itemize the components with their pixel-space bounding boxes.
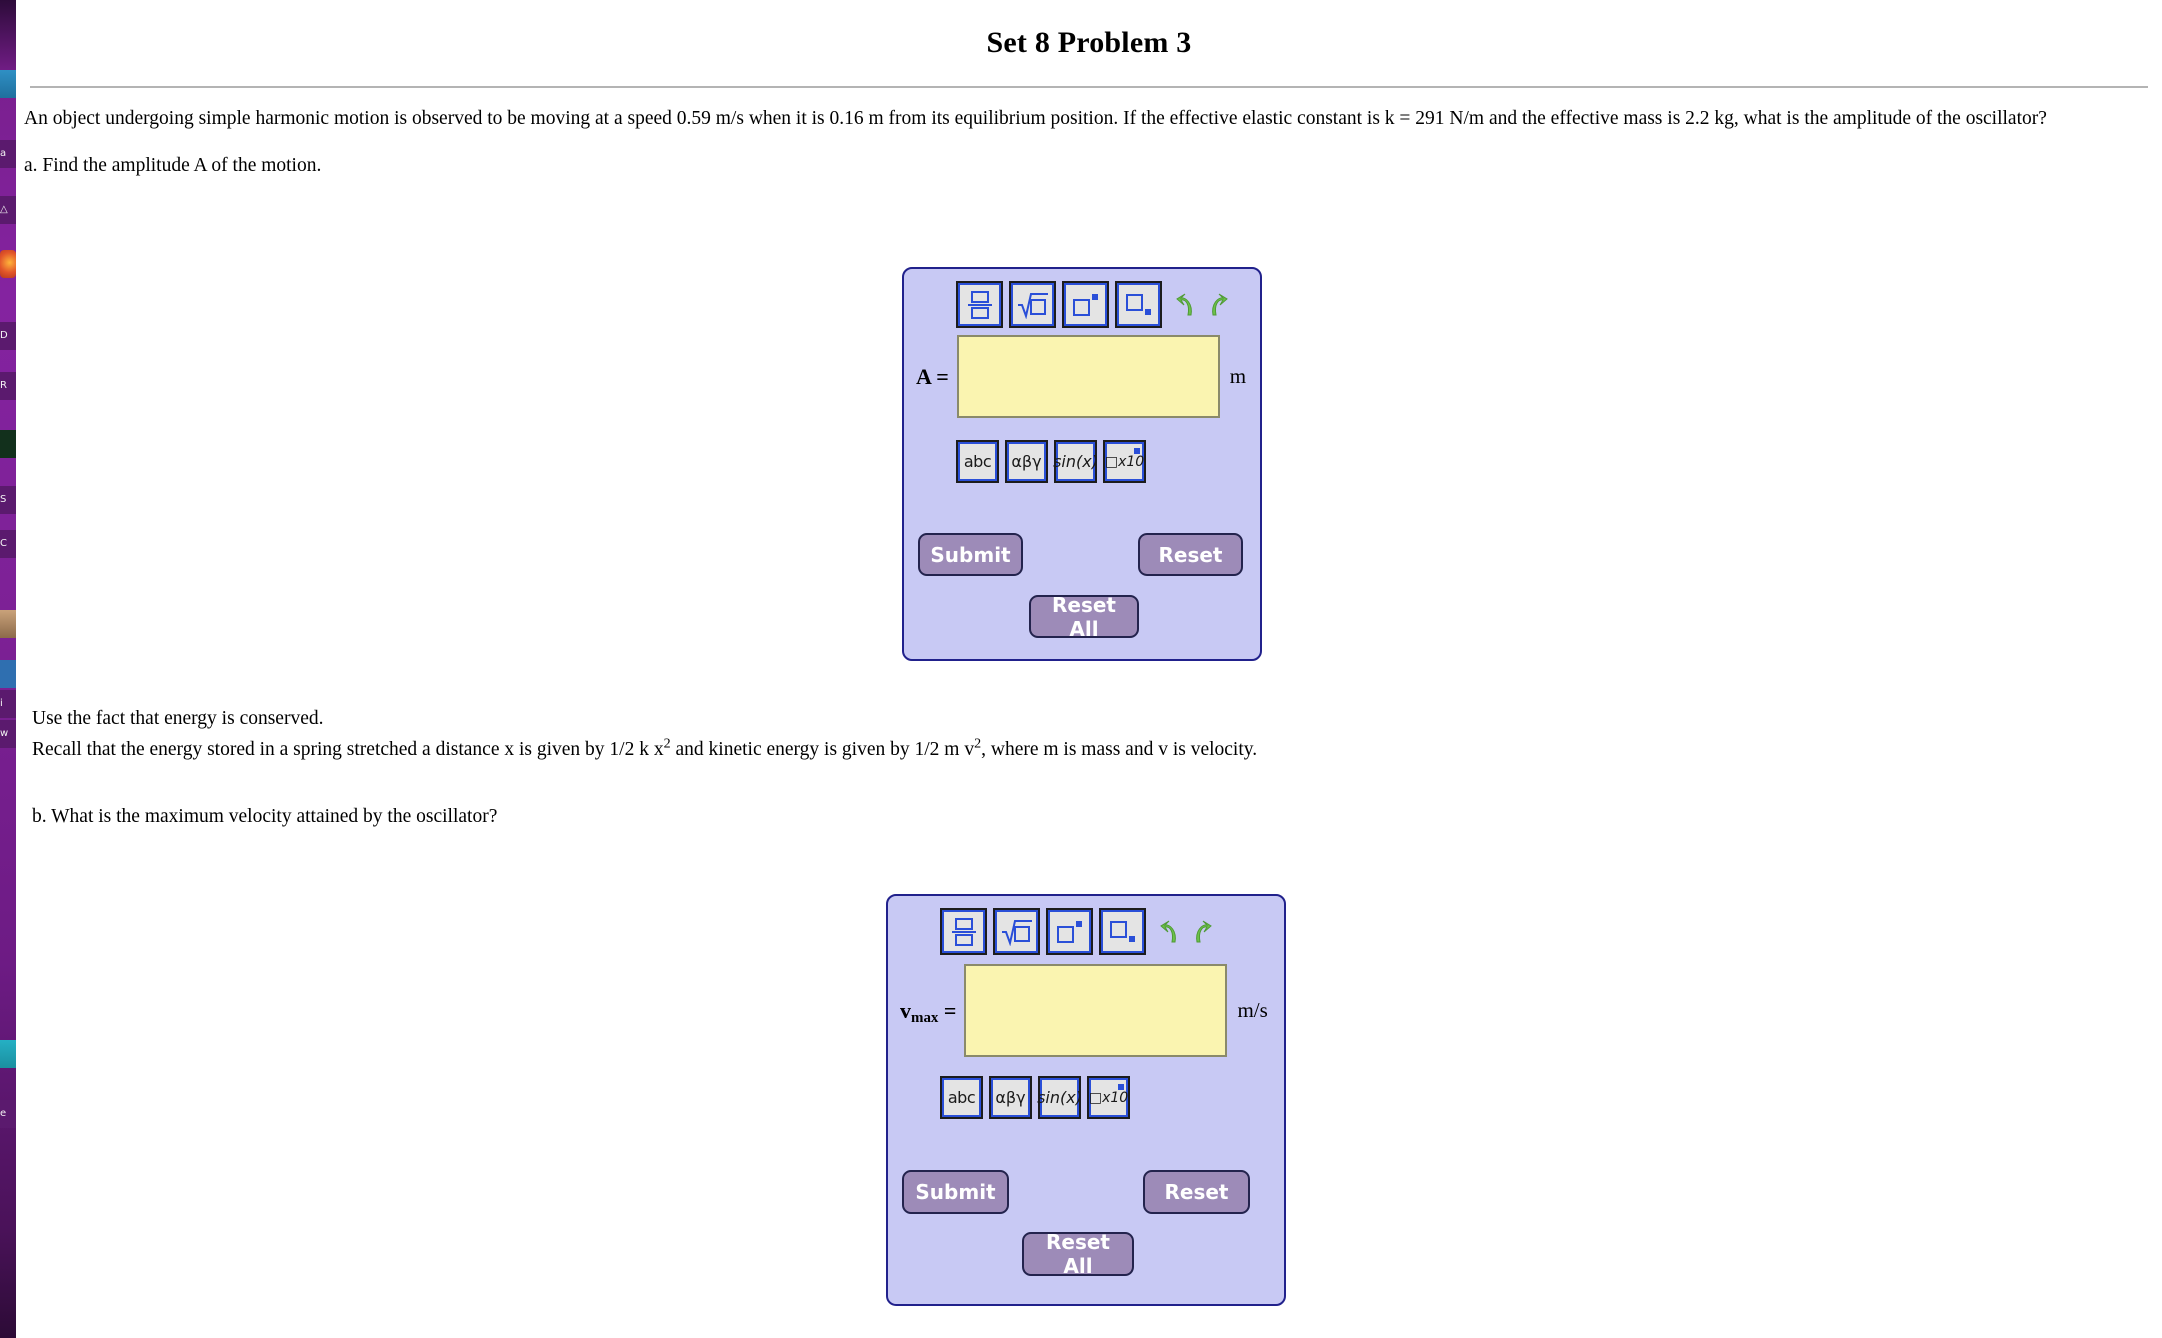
part-b-prompt: b. What is the maximum velocity attained…: [32, 806, 498, 827]
hint-line-2-after: , where m is mass and v is velocity.: [981, 739, 1258, 760]
scientific-notation-label: □x10: [1088, 1089, 1129, 1106]
subscript-button[interactable]: [1099, 908, 1146, 955]
dock-slack-icon[interactable]: e: [0, 1100, 16, 1128]
hint-line-2-before: Recall that the energy stored in a sprin…: [32, 739, 664, 760]
abc-button-label: abc: [963, 452, 992, 471]
title-divider: [30, 86, 2148, 88]
scientific-notation-label: □x10: [1104, 453, 1145, 470]
dock-code-icon[interactable]: C: [0, 530, 16, 558]
problem-page: Set 8 Problem 3 An object undergoing sim…: [16, 0, 2162, 1338]
greek-button-label: αβγ: [1011, 452, 1042, 471]
variable-name-b: v: [900, 997, 911, 1023]
square-root-button[interactable]: [993, 908, 1040, 955]
dock-rstudio-icon[interactable]: R: [0, 372, 16, 400]
page-title: Set 8 Problem 3: [986, 26, 1192, 59]
superscript-button[interactable]: [1062, 281, 1109, 328]
os-dock[interactable]: a △ D R S C i w e: [0, 0, 18, 1338]
superscript-dot-icon: [1118, 1084, 1124, 1090]
reset-all-button-part-a[interactable]: Reset All: [1029, 593, 1139, 641]
greek-button[interactable]: αβγ: [989, 1076, 1032, 1119]
greek-button[interactable]: αβγ: [1005, 440, 1048, 483]
answer-row-a: A = m: [916, 335, 1246, 418]
fraction-button[interactable]: [956, 281, 1003, 328]
trig-button-label: sin(x): [1053, 452, 1098, 471]
square-root-button[interactable]: [1009, 281, 1056, 328]
dock-photos-icon[interactable]: [0, 610, 16, 638]
dock-vlc-icon[interactable]: △: [0, 196, 16, 224]
equals-sign-b: =: [943, 997, 957, 1023]
math-toolbar-bottom-b: abc αβγ sin(x) □x10: [940, 1076, 1130, 1119]
abc-button-label: abc: [947, 1088, 976, 1107]
dock-amazon-icon[interactable]: a: [0, 140, 16, 168]
submit-button-part-b[interactable]: Submit: [902, 1170, 1009, 1214]
superscript-button[interactable]: [1046, 908, 1093, 955]
hint-line-2: Recall that the energy stored in a sprin…: [24, 735, 2146, 762]
undo-redo-group-a: [1176, 293, 1228, 317]
hint-exponent-2: 2: [974, 735, 982, 752]
unit-label-b: m/s: [1237, 998, 1268, 1022]
trig-button[interactable]: sin(x): [1053, 440, 1098, 483]
dock-files-icon[interactable]: [0, 70, 16, 98]
dock-blue-app-2-icon[interactable]: i: [0, 690, 16, 718]
dock-teal-app-icon[interactable]: [0, 1040, 16, 1068]
part-a-prompt: a. Find the amplitude A of the motion.: [24, 155, 322, 176]
equals-sign-a: =: [936, 363, 949, 389]
unit-label-a: m: [1229, 364, 1247, 388]
dock-firefox-icon[interactable]: [0, 250, 16, 278]
hint-line-1: Use the fact that energy is conserved.: [32, 708, 324, 729]
answer-row-b: vmax = m/s: [900, 964, 1268, 1057]
answer-widget-part-b: vmax = m/s abc αβγ sin(x) □x10 Submit Re…: [886, 894, 1286, 1306]
dock-terminal-icon[interactable]: [0, 430, 16, 458]
reset-button-part-a[interactable]: Reset: [1138, 533, 1243, 576]
answer-widget-part-a: A = m abc αβγ sin(x) □x10 Submit Reset R…: [902, 267, 1262, 661]
reset-all-button-part-b[interactable]: Reset All: [1022, 1230, 1134, 1278]
undo-redo-group-b: [1160, 920, 1212, 944]
math-toolbar-bottom-a: abc αβγ sin(x) □x10: [956, 440, 1146, 483]
undo-icon[interactable]: [1176, 293, 1196, 317]
scientific-notation-button[interactable]: □x10: [1087, 1076, 1130, 1119]
dock-calculator-icon[interactable]: w: [0, 720, 16, 748]
scientific-notation-button[interactable]: □x10: [1103, 440, 1146, 483]
dock-blue-app-icon[interactable]: [0, 660, 16, 688]
abc-button[interactable]: abc: [940, 1076, 983, 1119]
hint-line-2-middle: and kinetic energy is given by 1/2 m v: [670, 739, 975, 760]
hint-exponent-1: 2: [663, 735, 671, 752]
problem-statement: An object undergoing simple harmonic mot…: [24, 108, 2047, 129]
variable-label-b: vmax =: [900, 997, 957, 1026]
subscript-button[interactable]: [1115, 281, 1162, 328]
submit-button-part-a[interactable]: Submit: [918, 533, 1023, 576]
answer-input-part-b[interactable]: [964, 964, 1228, 1057]
trig-button[interactable]: sin(x): [1037, 1076, 1082, 1119]
variable-label-a: A =: [916, 364, 949, 390]
math-toolbar-top-a: [956, 281, 1228, 328]
answer-input-part-a[interactable]: [956, 335, 1220, 418]
redo-icon[interactable]: [1192, 920, 1212, 944]
dock-sublime-icon[interactable]: S: [0, 486, 16, 514]
redo-icon[interactable]: [1208, 293, 1228, 317]
variable-name-a: A: [916, 363, 931, 389]
math-toolbar-top-b: [940, 908, 1212, 955]
dock-docs-icon[interactable]: D: [0, 322, 16, 350]
superscript-dot-icon: [1134, 448, 1140, 454]
undo-icon[interactable]: [1160, 920, 1180, 944]
reset-button-part-b[interactable]: Reset: [1143, 1170, 1250, 1214]
fraction-button[interactable]: [940, 908, 987, 955]
abc-button[interactable]: abc: [956, 440, 999, 483]
variable-subscript-b: max: [911, 1009, 939, 1026]
greek-button-label: αβγ: [995, 1088, 1026, 1107]
trig-button-label: sin(x): [1037, 1088, 1082, 1107]
hint-block: Use the fact that energy is conserved. R…: [24, 706, 2146, 829]
